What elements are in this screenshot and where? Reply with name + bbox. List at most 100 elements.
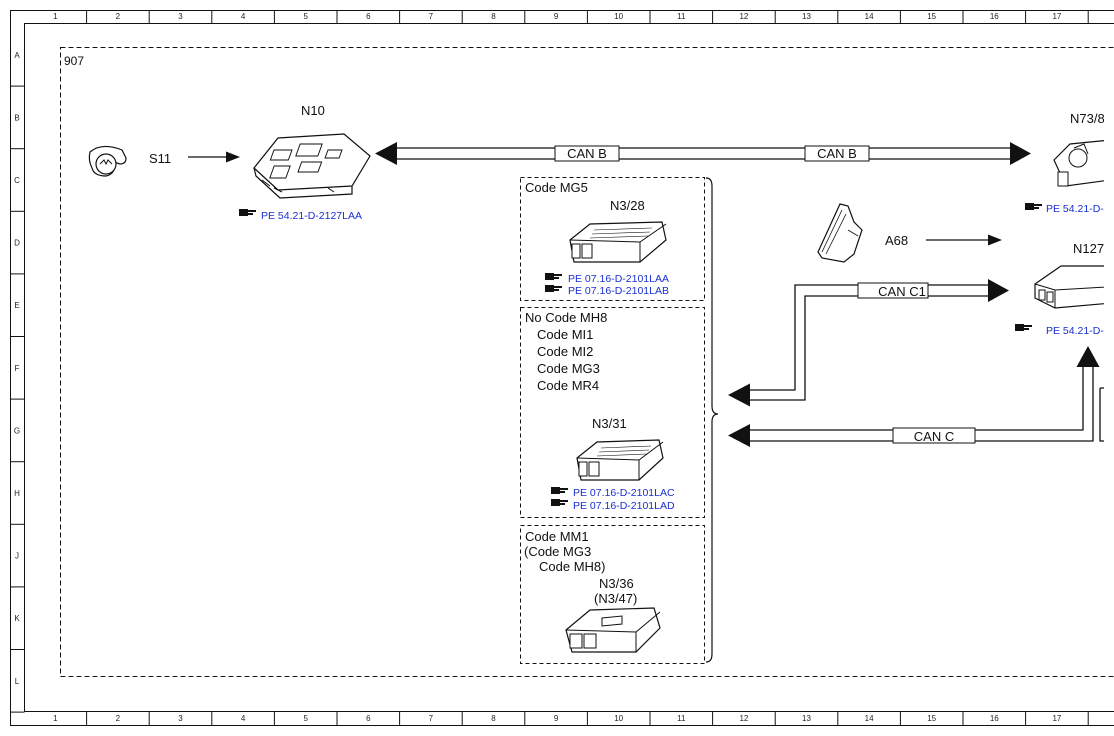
grid-row-label: H [14, 489, 20, 498]
grid-row-label: B [14, 113, 19, 122]
s11-component[interactable]: S11 [88, 145, 171, 177]
accelerator-pedal-icon [817, 203, 863, 263]
grid-column-label: 8 [491, 12, 496, 21]
n3-28-ref-1-link[interactable]: PE 07.16-D-2101LAA [568, 273, 669, 285]
mh8-code-1: Code MI1 [537, 327, 593, 342]
grid-row-label: L [15, 677, 20, 686]
pointing-hand-icon [551, 487, 568, 494]
grid-column-label: 13 [802, 714, 811, 723]
grid-column-label: 8 [491, 714, 496, 723]
grid-column-label: 4 [241, 12, 246, 21]
n10-ref-link[interactable]: PE 54.21-D-2127LAA [261, 210, 362, 222]
mh8-code-3: Code MG3 [537, 361, 600, 376]
grid-column-label: 4 [241, 714, 246, 723]
grid-row-label: A [14, 51, 20, 60]
n3-31-label: N3/31 [592, 416, 627, 431]
a68-component[interactable]: A68 [817, 203, 908, 263]
n73-ref-link[interactable]: PE 54.21-D- [1046, 203, 1104, 215]
n127-component[interactable]: N127 PE 54.21-D- [1015, 241, 1114, 337]
grid-column-label: 2 [116, 714, 121, 723]
pointing-hand-icon [545, 285, 562, 292]
can-b-label-1: CAN B [567, 146, 607, 161]
grid-column-label: 12 [739, 714, 748, 723]
grid-column-label: 15 [927, 12, 936, 21]
n127-label: N127 [1073, 241, 1104, 256]
ecu-icon [576, 439, 664, 481]
n3-28-ref-1[interactable]: PE 07.16-D-2101LAA [545, 273, 669, 285]
n127-ref[interactable]: PE 54.21-D- [1015, 324, 1104, 337]
grid-column-label: 9 [554, 714, 559, 723]
can-b-bus: CAN B CAN B [375, 142, 1031, 165]
can-c1-bus: CAN C1 [728, 279, 1009, 407]
n73-component[interactable]: N73/8 PE 54.21-D- [1025, 111, 1110, 215]
grid-row-label: K [14, 614, 20, 623]
n73-label: N73/8 [1070, 111, 1105, 126]
n127-ref-link[interactable]: PE 54.21-D- [1046, 325, 1104, 337]
grid-column-label: 7 [429, 714, 434, 723]
column-grid: 1122334455667788991010111112121313141415… [53, 10, 1089, 726]
powertrain-control-unit-icon [1034, 265, 1104, 309]
n3-31-ref-1-link[interactable]: PE 07.16-D-2101LAC [573, 487, 675, 499]
can-c1-label: CAN C1 [878, 284, 926, 299]
pointing-hand-icon [551, 499, 568, 506]
grid-column-label: 3 [178, 12, 183, 21]
n3-28-label: N3/28 [610, 198, 645, 213]
sheet-frame: 1122334455667788991010111112121313141415… [10, 10, 1114, 726]
n10-ref[interactable]: PE 54.21-D-2127LAA [239, 209, 362, 222]
pointing-hand-icon [1015, 324, 1032, 331]
a68-to-n127-arrow [926, 234, 1002, 246]
n3-28-ref-2[interactable]: PE 07.16-D-2101LAB [545, 285, 669, 297]
grid-column-label: 11 [677, 714, 686, 723]
mm1-line-2: (Code MG3 [524, 544, 591, 559]
ignition-switch-icon [1053, 139, 1104, 187]
grid-row-label: C [14, 176, 20, 185]
grid-column-label: 14 [865, 714, 874, 723]
grid-row-label: J [15, 552, 19, 561]
a68-label: A68 [885, 233, 908, 248]
n3-31-ref-2[interactable]: PE 07.16-D-2101LAD [551, 499, 675, 512]
n3-31-ref-2-link[interactable]: PE 07.16-D-2101LAD [573, 500, 675, 512]
mh8-code-2: Code MI2 [537, 344, 593, 359]
n3-36-label: N3/36 [599, 576, 634, 591]
area-label: 907 [64, 54, 84, 68]
grid-column-label: 9 [554, 12, 559, 21]
grid-row-label: E [14, 301, 19, 310]
variant-brace [705, 177, 719, 663]
can-c-bus: CAN C [728, 346, 1104, 447]
grid-column-label: 15 [927, 714, 936, 723]
n3-28-ref-2-link[interactable]: PE 07.16-D-2101LAB [568, 285, 669, 297]
grid-column-label: 1 [53, 12, 58, 21]
pointing-hand-icon [239, 209, 256, 216]
grid-column-label: 16 [990, 12, 999, 21]
ecu-icon [565, 607, 661, 653]
grid-column-label: 10 [614, 12, 623, 21]
n3-31-ref-1[interactable]: PE 07.16-D-2101LAC [551, 487, 675, 499]
grid-column-label: 11 [677, 12, 686, 21]
mm1-line-3: Code MH8) [539, 559, 605, 574]
grid-column-label: 5 [303, 714, 308, 723]
variant-group-mh8: No Code MH8 Code MI1 Code MI2 Code MG3 C… [520, 307, 705, 518]
grid-column-label: 5 [303, 12, 308, 21]
grid-column-label: 6 [366, 714, 371, 723]
mh8-code-4: Code MR4 [537, 378, 599, 393]
grid-column-label: 12 [739, 12, 748, 21]
mh8-title: No Code MH8 [525, 310, 607, 325]
n10-component[interactable]: N10 PE 54.21-D-2127LAA [239, 103, 371, 222]
fluid-level-switch-icon [88, 145, 127, 177]
can-b-label-2: CAN B [817, 146, 857, 161]
grid-column-label: 10 [614, 714, 623, 723]
n10-label: N10 [301, 103, 325, 118]
grid-column-label: 17 [1052, 714, 1061, 723]
variant-group-mm1: Code MM1 (Code MG3 Code MH8) N3/36 (N3/4… [520, 525, 705, 664]
ecu-icon [569, 221, 667, 263]
grid-row-label: D [14, 239, 20, 248]
can-c-label: CAN C [914, 429, 954, 444]
grid-column-label: 3 [178, 714, 183, 723]
grid-column-label: 6 [366, 12, 371, 21]
grid-column-label: 13 [802, 12, 811, 21]
n3-47-label: (N3/47) [594, 591, 637, 606]
n73-ref[interactable]: PE 54.21-D- [1025, 203, 1104, 215]
variant-group-mg5: Code MG5 N3/28 PE 07.16-D-2101LAA PE 07.… [520, 177, 705, 301]
